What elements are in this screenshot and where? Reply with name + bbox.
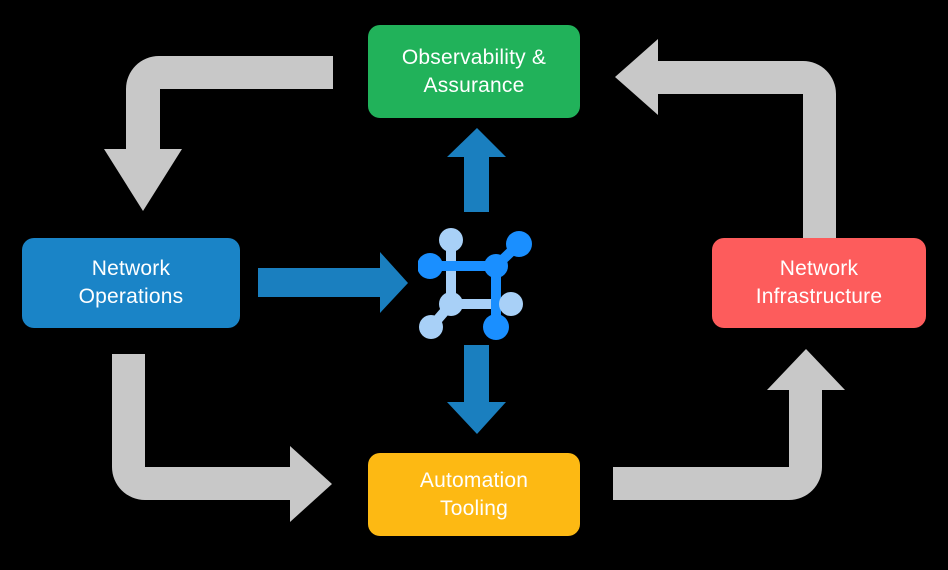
connector-center-to-observability: [447, 128, 506, 212]
node-box-observability[interactable]: Observability & Assurance: [368, 25, 580, 118]
connector-automation-to-infrastructure: [613, 349, 845, 500]
topology-nodes: [418, 228, 532, 340]
connector-ops-to-center: [258, 252, 408, 313]
node-label-line1: Network: [91, 257, 171, 281]
connector-observability-to-ops: [104, 56, 333, 211]
node-label-line1: Observability &: [401, 45, 547, 69]
node-label-line2: Assurance: [423, 73, 525, 97]
node-label-line2: Operations: [78, 285, 184, 308]
node-label-line1: Network: [779, 257, 859, 281]
connector-ops-to-automation: [112, 354, 332, 522]
node-label-line1: Automation: [419, 468, 529, 492]
connector-infrastructure-to-observability: [615, 39, 836, 238]
network-topology-icon: [418, 228, 532, 340]
node-label-observability: Observability & Assurance: [402, 44, 546, 99]
node-label-line2: Infrastructure: [755, 285, 883, 308]
connector-center-to-automation: [447, 345, 506, 434]
node-label-line2: Tooling: [440, 496, 508, 520]
